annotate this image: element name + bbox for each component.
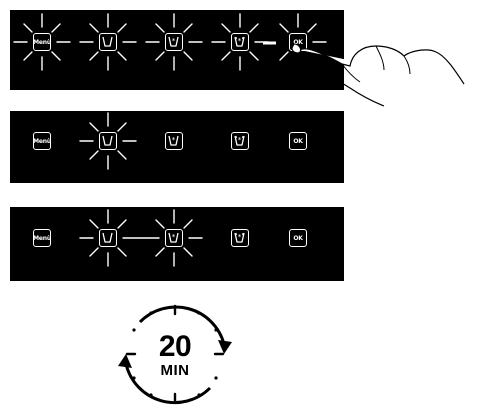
menu-button[interactable]: Menù: [33, 229, 51, 247]
cup-icon: [100, 34, 115, 49]
cup-star-drops-button[interactable]: *: [231, 132, 249, 150]
cup-star-drops-icon: *: [232, 133, 247, 148]
menu-button-label: Menù: [34, 133, 50, 149]
cup-star-drops-icon: *: [232, 34, 247, 49]
ok-button-label: OK: [290, 133, 306, 149]
cup-star-button[interactable]: *: [165, 33, 183, 51]
cup-star-icon: *: [166, 230, 181, 245]
cup-star-icon: *: [166, 133, 181, 148]
cup-star-drops-button[interactable]: *: [231, 229, 249, 247]
cup-star-button[interactable]: *: [165, 132, 183, 150]
timer-value: 20: [110, 330, 240, 364]
cup-button[interactable]: [99, 229, 117, 247]
hand-pointer-icon: [280, 32, 470, 112]
ok-button[interactable]: OK: [289, 132, 307, 150]
svg-text:*: *: [172, 233, 176, 241]
timer-unit: MIN: [110, 362, 240, 379]
svg-text:*: *: [238, 37, 242, 45]
svg-text:*: *: [172, 136, 176, 144]
menu-button[interactable]: Menù: [33, 132, 51, 150]
cup-icon: [100, 230, 115, 245]
ok-button[interactable]: OK: [289, 229, 307, 247]
svg-text:*: *: [238, 233, 242, 241]
cup-star-drops-icon: *: [232, 230, 247, 245]
cup-icon: [100, 133, 115, 148]
svg-text:*: *: [238, 136, 242, 144]
cup-button[interactable]: [99, 132, 117, 150]
cup-star-button[interactable]: *: [165, 229, 183, 247]
cup-star-drops-button[interactable]: *: [231, 33, 249, 51]
cup-button[interactable]: [99, 33, 117, 51]
control-panel-step-2: Menù * * OK: [10, 111, 344, 183]
svg-text:*: *: [172, 37, 176, 45]
ok-button-label: OK: [290, 230, 306, 246]
menu-button[interactable]: Menù: [33, 33, 51, 51]
cup-star-icon: *: [166, 34, 181, 49]
menu-button-label: Menù: [34, 34, 50, 50]
control-panel-step-3: Menù * * OK: [10, 207, 344, 281]
menu-button-label: Menù: [34, 230, 50, 246]
timer-20-min: 20 MIN: [110, 296, 240, 412]
